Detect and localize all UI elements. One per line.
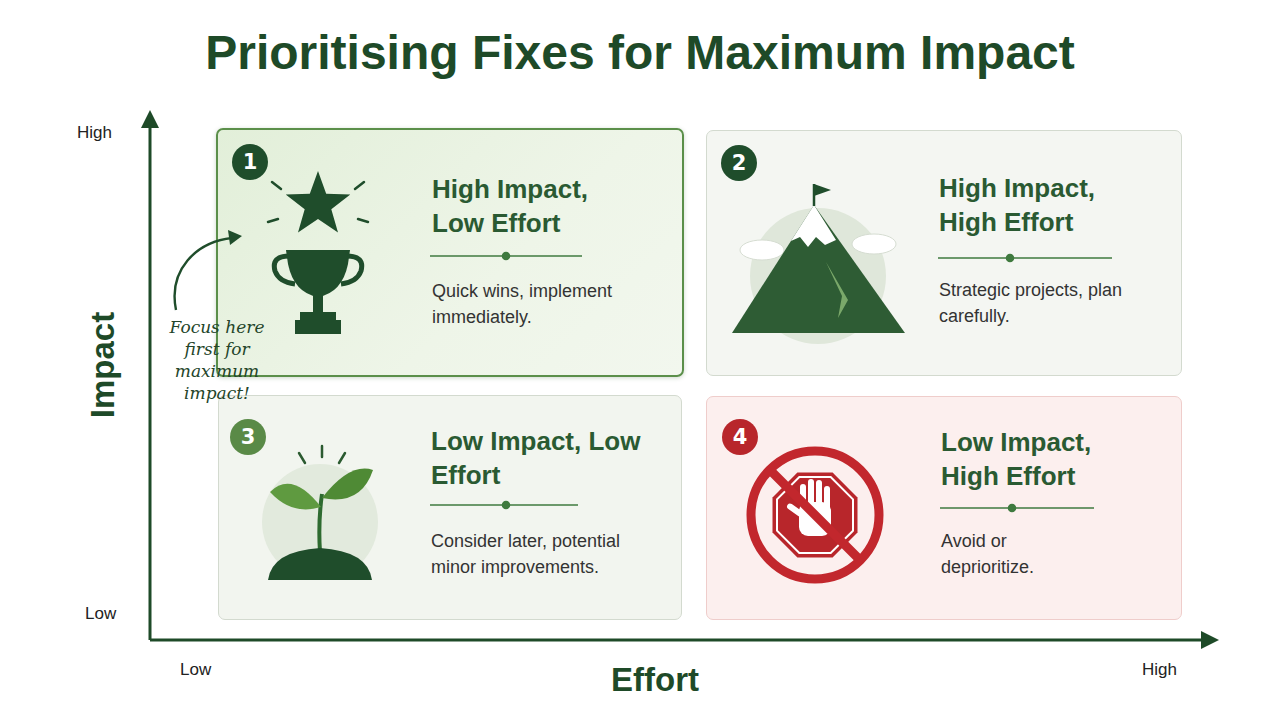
quadrant-description: Quick wins, implement immediately. — [432, 278, 637, 330]
quadrant-heading: Low Impact, Low Effort — [431, 424, 646, 492]
callout-number: 3 — [230, 419, 266, 455]
axis-tick-label: High — [1142, 659, 1177, 681]
axes — [141, 110, 1219, 649]
diagram-title: Prioritising Fixes for Maximum Impact — [0, 24, 1280, 82]
quadrant-box: High Impact, High EffortStrategic projec… — [706, 130, 1182, 376]
quadrant-box: Low Impact, High EffortAvoid or depriori… — [706, 396, 1182, 620]
axis-title: Effort — [555, 660, 755, 700]
number-text: 4 — [733, 425, 748, 449]
number-text: 2 — [732, 151, 747, 175]
callout-note: Focus here first for maximum impact! — [163, 316, 271, 404]
axis-tick-label: High — [77, 122, 112, 144]
y-axis — [149, 124, 152, 640]
quadrant-description: Strategic projects, plan carefully. — [939, 277, 1144, 329]
x-axis — [150, 639, 1204, 642]
axis-title: Impact — [83, 295, 123, 435]
quadrant-description: Avoid or deprioritize. — [941, 528, 1091, 580]
quadrant-description: Consider later, potential minor improvem… — [431, 528, 621, 580]
quadrant-box: Low Impact, Low EffortConsider later, po… — [218, 395, 682, 620]
number-text: 1 — [243, 150, 258, 174]
axis-tick-label: Low — [180, 659, 211, 681]
callout-number: 4 — [722, 419, 758, 455]
x-axis-head — [1201, 631, 1219, 649]
callout-number: 2 — [721, 145, 757, 181]
y-axis-head — [141, 110, 159, 128]
quadrant-heading: High Impact, High Effort — [939, 171, 1154, 239]
callout-number: 1 — [232, 144, 268, 180]
quadrant-heading: High Impact, Low Effort — [432, 172, 647, 240]
number-text: 3 — [241, 425, 256, 449]
quadrant-heading: Low Impact, High Effort — [941, 425, 1156, 493]
axis-tick-label: Low — [85, 603, 116, 625]
quadrant-box: High Impact, Low EffortQuick wins, imple… — [216, 128, 684, 377]
